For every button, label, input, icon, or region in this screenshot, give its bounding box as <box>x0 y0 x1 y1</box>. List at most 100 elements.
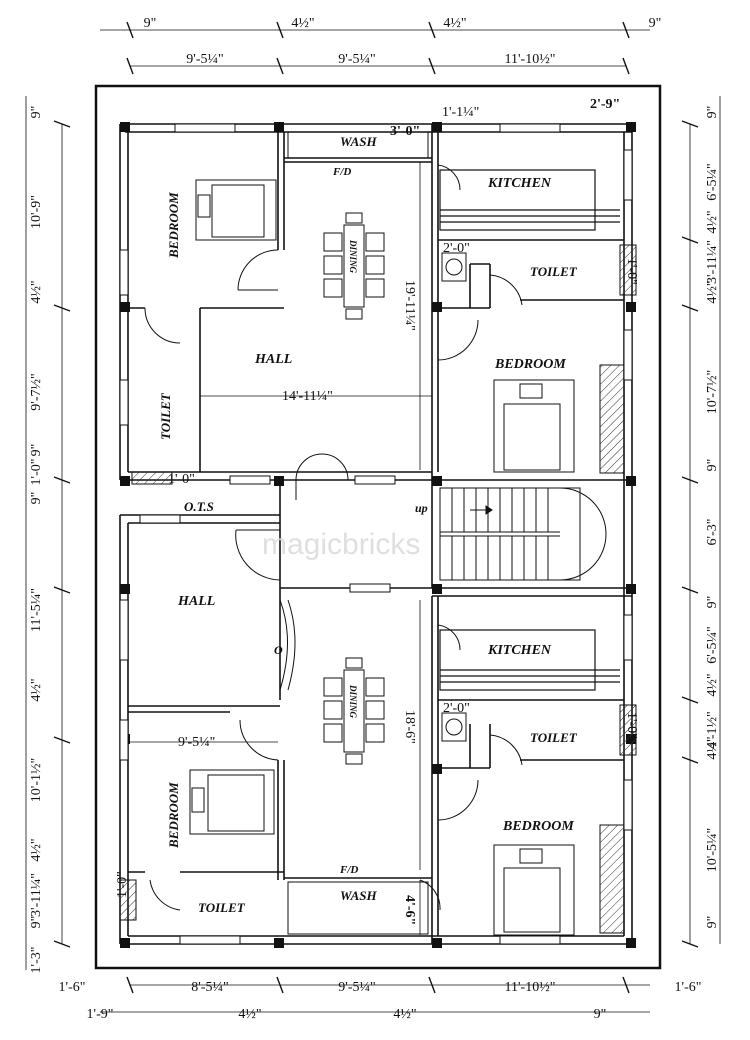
dims-right: 9"6'-5¼"4½"3'-11¼"4½"10'-7½"9"6'-3"9"6'-… <box>705 106 720 929</box>
dim-top1-3: 9" <box>649 16 662 31</box>
bed-bottom-right <box>493 844 575 936</box>
room-label-dining-bottom: DINING <box>348 684 358 719</box>
dim-right-9: 6'-5¼" <box>705 626 720 663</box>
dim-wash-bottom-height: 4'-6" <box>402 895 417 925</box>
dim-right-11: 4'-1½" <box>705 711 720 748</box>
dim-left-9: 10'-1½" <box>29 758 44 802</box>
dim-bot2-3: 9" <box>594 1007 607 1022</box>
dim-left-11: 3'-11¼" <box>29 873 44 917</box>
room-label-dining-top: DINING <box>348 239 358 274</box>
dim-left-3: 9'-7½" <box>29 373 44 410</box>
room-label-toilet-top-left: TOILET <box>158 392 173 440</box>
dim-left-2: 4½" <box>29 280 44 303</box>
room-label-bedroom-top-left: BEDROOM <box>166 192 181 259</box>
dim-right-12: 4½" <box>705 736 720 759</box>
room-label-wash-top: WASH <box>340 134 377 149</box>
dim-window-left-bottom: 1'-0" <box>115 871 130 898</box>
dim-top1-1: 4½" <box>291 16 314 31</box>
dim-door-toilet-top: 2'-0" <box>443 241 470 256</box>
bed-top-left <box>195 179 277 241</box>
dim-right-6: 9" <box>705 459 720 472</box>
dim-right-3: 3'-11¼" <box>705 240 720 284</box>
dim-top2-2: 11'-10½" <box>505 52 556 67</box>
dim-bot1-2: 9'-5¼" <box>338 980 375 995</box>
room-label-bedroom-bottom-left: BEDROOM <box>166 782 181 849</box>
duct-top-left <box>131 471 173 485</box>
dim-wash-width: 3'-0" <box>390 124 420 139</box>
room-label-wash-bottom: WASH <box>340 888 377 903</box>
dim-door-toilet-bottom: 2'-0" <box>443 701 470 716</box>
duct-bottom-right <box>599 824 625 934</box>
dim-hall-width: 14'-11¼" <box>282 389 333 404</box>
room-label-hall-top: HALL <box>254 352 292 367</box>
dim-dining-top-height: 19'-11¼" <box>402 280 417 331</box>
dim-left-4: 9" <box>29 444 44 457</box>
room-label-ots: O.T.S <box>184 499 214 514</box>
duct-bottom-left-small <box>119 879 137 921</box>
room-label-bedroom-top-right: BEDROOM <box>494 357 566 372</box>
label-o-mark: O <box>274 643 283 657</box>
dimension-lines <box>25 29 721 1013</box>
dim-bot2-0: 1'-9" <box>87 1007 114 1022</box>
dim-bot1-4: 1'-6" <box>675 980 702 995</box>
dim-bot2-2: 4½" <box>393 1007 416 1022</box>
dim-right-5: 10'-7½" <box>705 370 720 414</box>
dim-left-8: 4½" <box>29 678 44 701</box>
dim-left-6: 9" <box>29 492 44 505</box>
label-fd-bottom: F/D <box>339 864 358 876</box>
dim-left-13: 1'-3" <box>29 947 44 974</box>
wash-bottom-floor <box>287 881 429 935</box>
dims-bottom-row2: 1'-9" 4½" 4½" 9" <box>87 1007 607 1022</box>
dim-small-top: 1'-1¼" <box>442 105 479 120</box>
label-fd-top: F/D <box>332 166 351 178</box>
room-label-kitchen-top: KITCHEN <box>487 176 552 191</box>
dims-left: 9" 10'-9" 4½" 9'-7½" 9" 1'-0" 9" 11'-5¼" 4½" 10'-… <box>29 106 44 974</box>
wash-top-floor <box>287 131 429 159</box>
dim-right-4: 4½" <box>705 280 720 303</box>
dim-left-12: 9" <box>29 916 44 929</box>
site-boundary <box>94 84 662 970</box>
dim-bot1-0: 1'-6" <box>59 980 86 995</box>
room-label-bedroom-bottom-right: BEDROOM <box>502 819 574 834</box>
dim-left-7: 11'-5¼" <box>29 588 44 632</box>
dim-right-14: 9" <box>705 916 720 929</box>
dim-left-10: 4½" <box>29 838 44 861</box>
dimension-ticks <box>53 21 699 994</box>
dim-dining-bottom-height: 18'-6" <box>402 710 417 744</box>
dining-table-bottom <box>323 657 385 765</box>
room-label-kitchen-bottom: KITCHEN <box>487 643 552 658</box>
dim-left-1: 10'-9" <box>29 195 44 229</box>
dim-bot1-1: 8'-5¼" <box>191 980 228 995</box>
dim-wash-top-small: 2'-9" <box>590 97 620 112</box>
room-label-hall-bottom: HALL <box>177 594 215 609</box>
dim-right-1: 6'-5¼" <box>705 163 720 200</box>
label-up: up <box>415 501 428 515</box>
dim-bot2-1: 4½" <box>238 1007 261 1022</box>
room-label-toilet-top-right: TOILET <box>530 264 578 279</box>
duct-bottom-right-small <box>619 704 637 756</box>
dim-right-2: 4½" <box>705 210 720 233</box>
dim-top2-1: 9'-5¼" <box>338 52 375 67</box>
dims-top-row1: 9"4½"4½"9" <box>144 16 662 31</box>
dim-bot1-3: 11'-10½" <box>505 980 556 995</box>
bed-top-right <box>493 379 575 473</box>
dim-right-7: 6'-3" <box>705 519 720 546</box>
staircase <box>439 487 607 581</box>
dim-door-ots: 1'-0" <box>168 472 195 487</box>
dim-top2-0: 9'-5¼" <box>186 52 223 67</box>
dining-table-top <box>323 212 385 320</box>
dim-right-10: 4½" <box>705 673 720 696</box>
dim-right-0: 9" <box>705 106 720 119</box>
dim-left-5: 1'-0" <box>29 459 44 486</box>
watermark: magicbricks <box>262 528 420 561</box>
room-label-toilet-bottom-left: TOILET <box>198 900 246 915</box>
dim-right-8: 9" <box>705 596 720 609</box>
dim-bed-bottom-width: 9'-5¼" <box>178 735 215 750</box>
wash-basins <box>441 252 467 742</box>
dim-window-right-bottom: 1'-0" <box>624 712 639 739</box>
duct-right-small <box>619 244 637 296</box>
dim-window-right-top: 1'-0" <box>624 258 639 285</box>
door-swings <box>144 164 523 911</box>
dims-top-row2: 9'-5¼" 9'-5¼" 11'-10½" <box>186 52 555 67</box>
bed-bottom-left <box>189 769 275 835</box>
